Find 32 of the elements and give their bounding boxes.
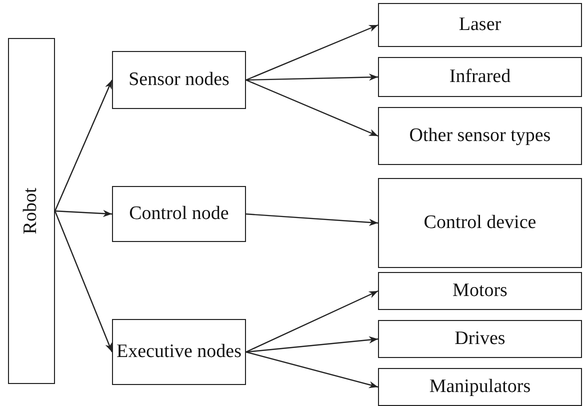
arrow <box>246 24 378 81</box>
arrow <box>246 351 378 388</box>
node-label: Sensor nodes <box>128 69 230 91</box>
node-label: Control node <box>129 203 229 225</box>
process-box <box>378 272 582 310</box>
arrow <box>54 210 113 352</box>
node-label: Laser <box>458 14 502 36</box>
process-box <box>378 107 582 165</box>
process-box <box>112 319 246 385</box>
process-box <box>378 178 582 268</box>
node-label: Motors <box>452 280 508 302</box>
node-label: Drives <box>454 328 506 350</box>
node-label: Control device <box>424 212 536 234</box>
process-box <box>112 51 246 109</box>
arrow <box>246 79 378 137</box>
process-box <box>378 320 582 358</box>
arrow <box>54 210 112 218</box>
process-box <box>112 186 246 242</box>
node-label: Robot <box>20 188 42 234</box>
node-label: Other sensor types <box>409 125 551 147</box>
arrow <box>246 74 378 81</box>
process-box <box>378 3 582 47</box>
arrow <box>246 290 378 353</box>
node-label: Manipulators <box>429 376 531 398</box>
node-label: Executive nodes <box>116 341 242 363</box>
process-box <box>8 38 55 384</box>
arrow <box>246 213 378 226</box>
arrow <box>246 336 378 353</box>
arrow <box>54 80 113 212</box>
process-box <box>378 57 582 97</box>
process-box <box>378 368 582 406</box>
node-label: Infrared <box>449 66 511 88</box>
